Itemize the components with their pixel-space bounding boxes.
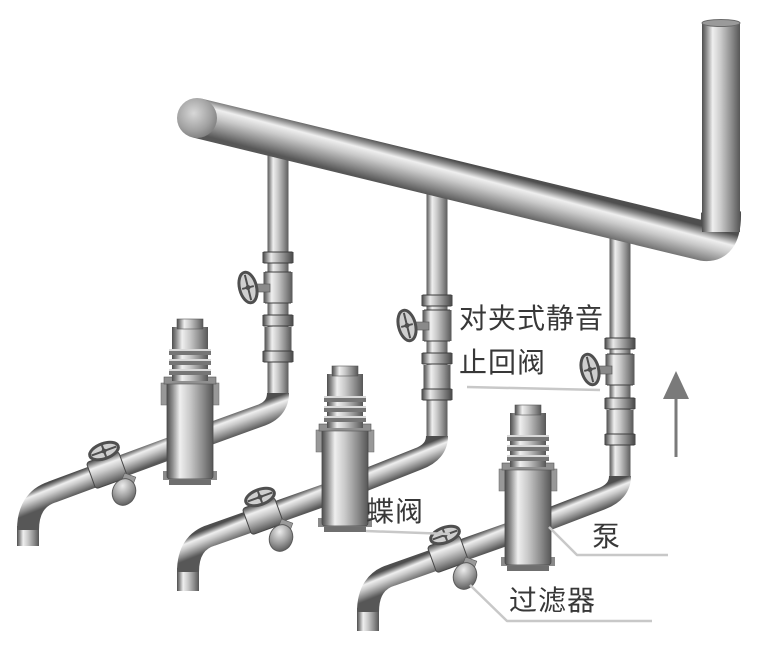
riser-pipe-assembly <box>340 172 453 499</box>
suction-line-assembly <box>17 430 194 546</box>
label-check-valve: 对夹式静音 止回阀 <box>459 302 605 380</box>
handwheel-icon <box>237 270 259 305</box>
label-strainer: 过滤器 <box>509 584 597 617</box>
leader-lines <box>365 385 668 623</box>
handwheel-icon <box>579 352 601 387</box>
leader-check-valve <box>466 385 601 392</box>
handwheel-icon <box>244 486 276 508</box>
header-manifold <box>177 19 742 262</box>
suction-line-assembly <box>177 477 349 591</box>
riser-pipe-assembly <box>186 135 294 452</box>
inline-pump <box>498 404 558 571</box>
leader-strainer <box>469 584 652 623</box>
label-pump: 泵 <box>592 520 622 553</box>
inline-pump <box>160 318 220 485</box>
handwheel-icon <box>88 440 120 462</box>
leader-pump <box>548 526 668 557</box>
label-check-valve-line2: 止回阀 <box>459 346 547 380</box>
strainer-pot <box>268 518 294 552</box>
leader-butterfly-valve <box>365 529 451 536</box>
flow-arrow <box>663 371 689 457</box>
strainer-pot <box>111 472 137 506</box>
handwheel-icon <box>396 308 418 343</box>
inline-pump <box>315 365 375 532</box>
suction-line-assembly <box>357 516 532 631</box>
label-butterfly-valve: 蝶阀 <box>366 495 425 528</box>
label-check-valve-line1: 对夹式静音 <box>459 302 605 335</box>
strainer-pot <box>452 556 478 590</box>
riser-pipe-assembly <box>524 215 636 538</box>
